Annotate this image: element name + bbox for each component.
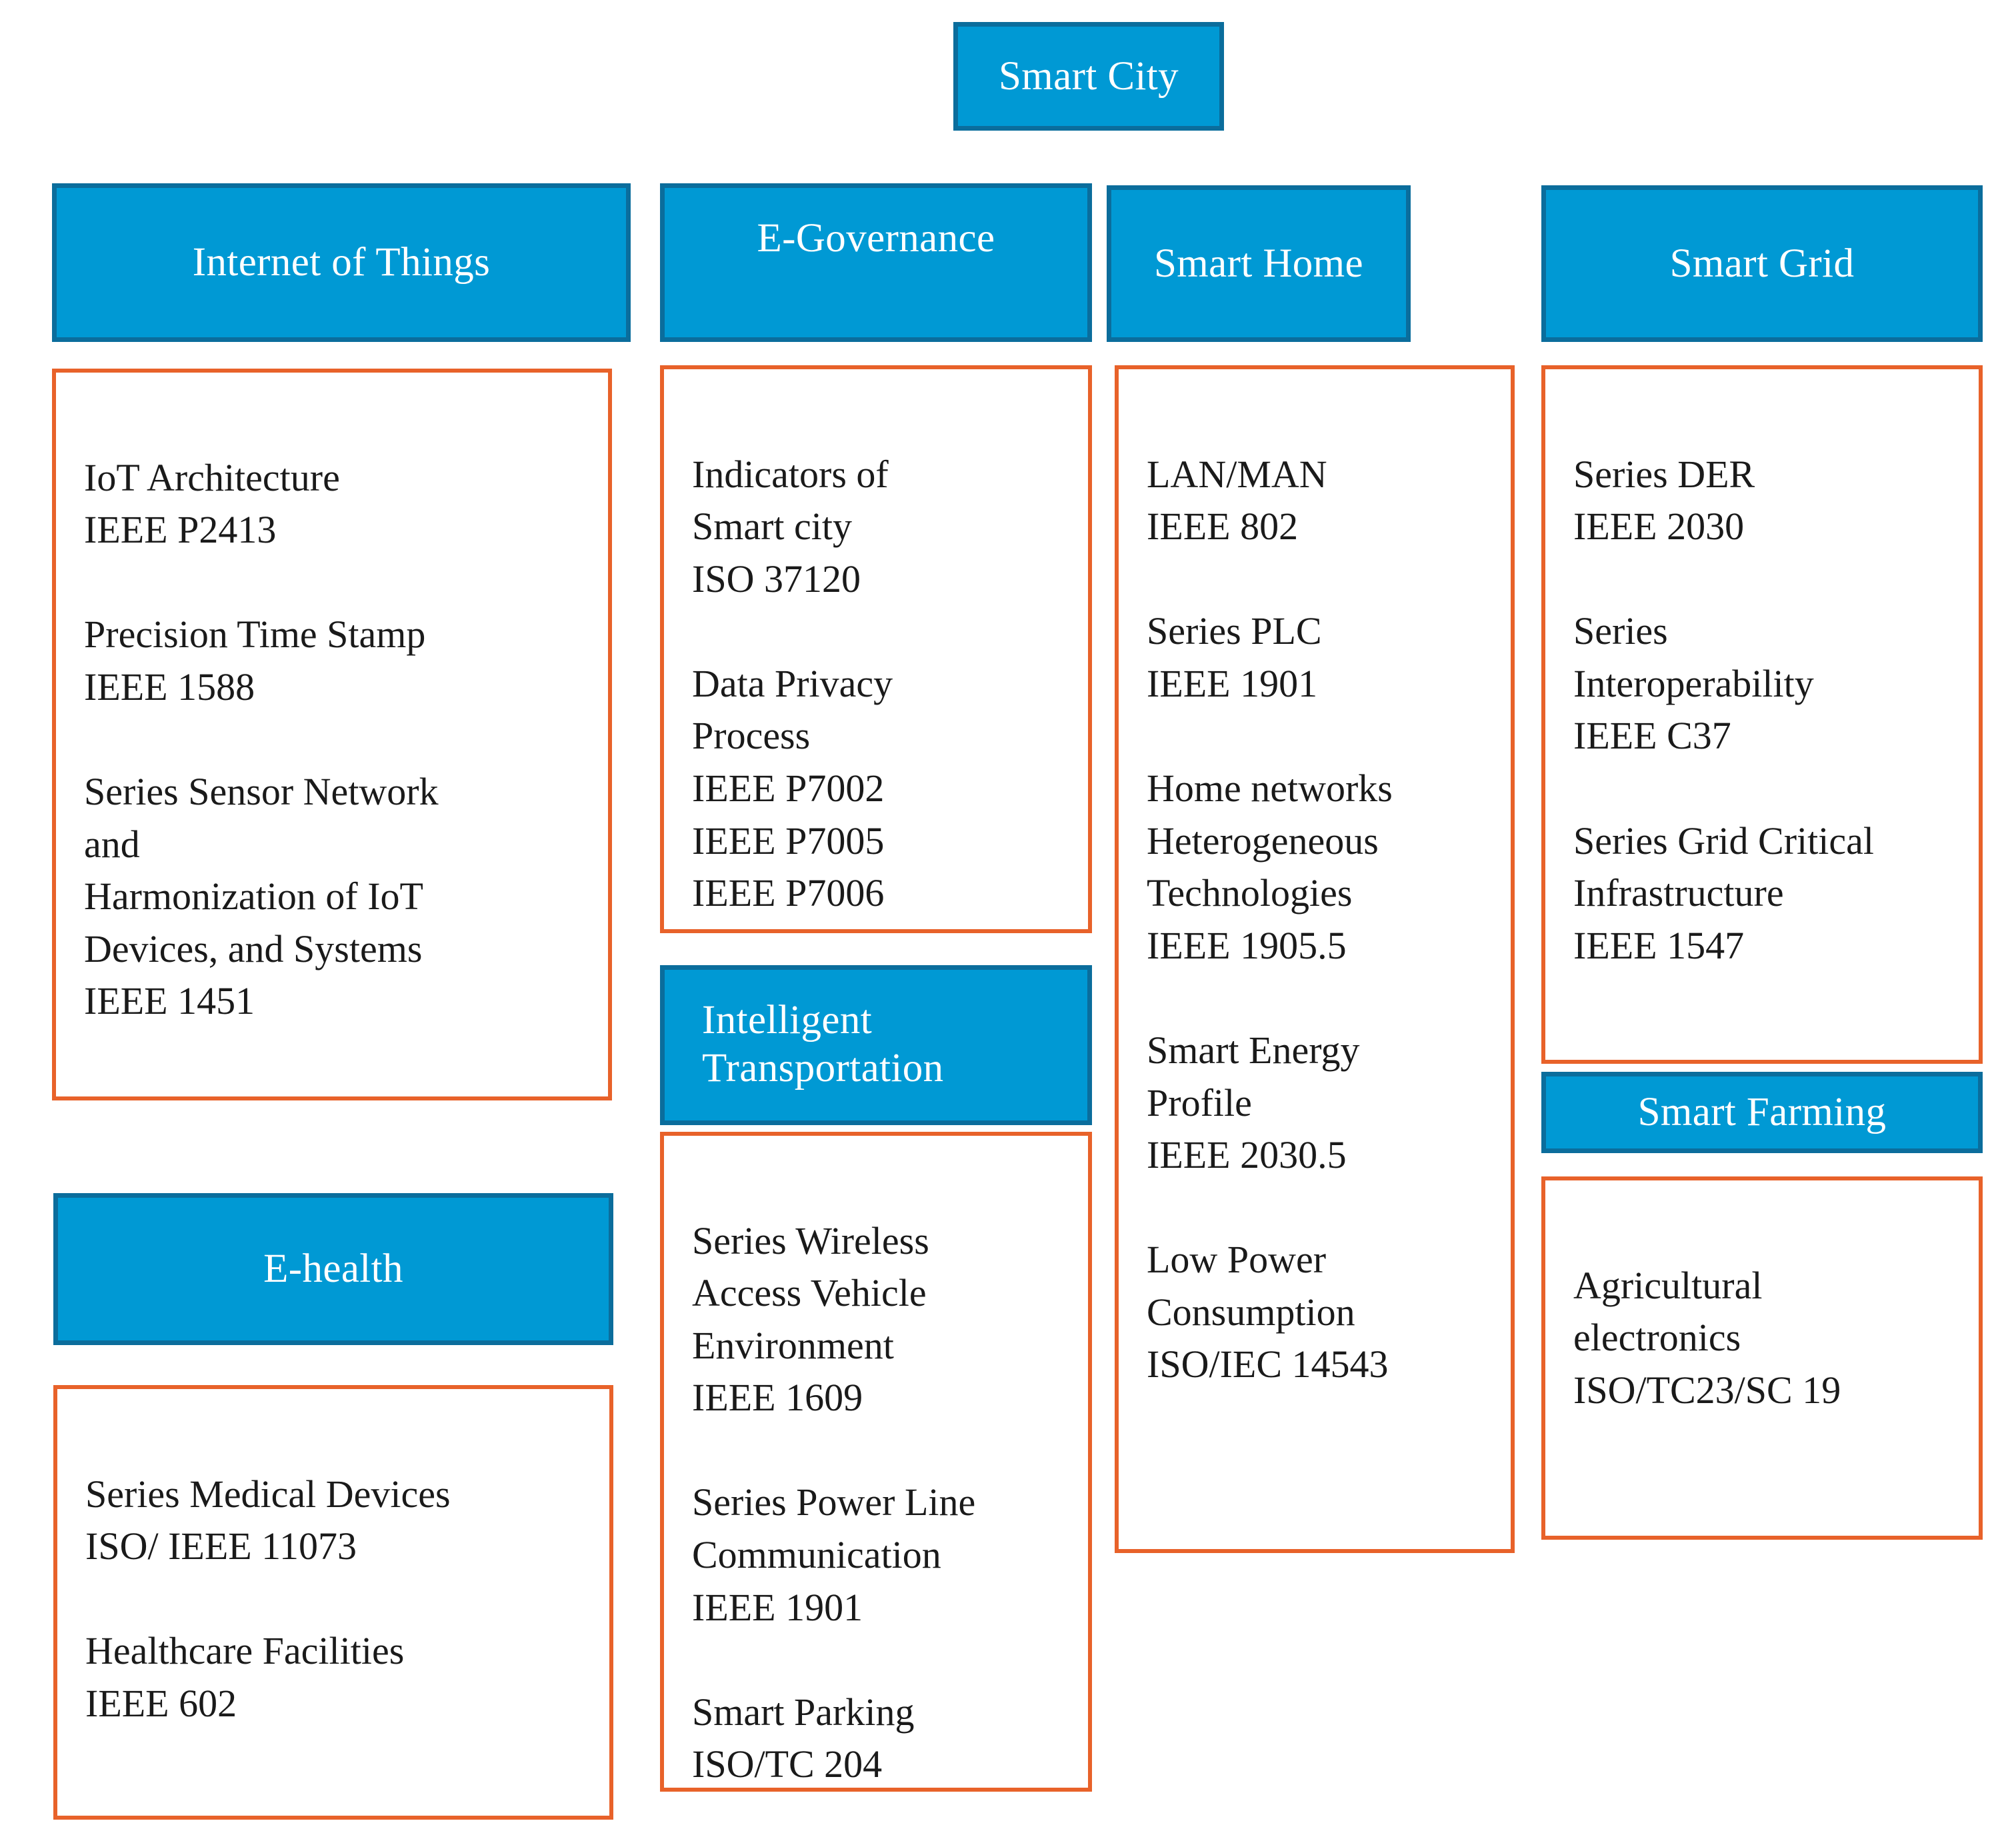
node-e-governance: E-Governance <box>660 183 1092 342</box>
box-e-health-content: Series Medical Devices ISO/ IEEE 11073 H… <box>85 1472 451 1725</box>
box-intelligent-transportation-content: Series Wireless Access Vehicle Environme… <box>692 1218 976 1786</box>
box-smart-home-content: LAN/MAN IEEE 802 Series PLC IEEE 1901 Ho… <box>1147 452 1393 1386</box>
node-e-health-label: E-health <box>263 1246 403 1292</box>
node-intelligent-transportation-label: Intelligent Transportation <box>702 998 944 1090</box>
box-e-governance: Indicators of Smart city ISO 37120 Data … <box>660 365 1092 933</box>
box-internet-of-things: IoT Architecture IEEE P2413 Precision Ti… <box>52 369 612 1100</box>
box-smart-grid: Series DER IEEE 2030 Series Interoperabi… <box>1541 365 1983 1064</box>
node-smart-grid-label: Smart Grid <box>1669 241 1855 286</box>
box-smart-grid-content: Series DER IEEE 2030 Series Interoperabi… <box>1573 452 1875 967</box>
node-intelligent-transportation: Intelligent Transportation <box>660 965 1092 1125</box>
node-smart-farming: Smart Farming <box>1541 1072 1983 1153</box>
node-smart-city: Smart City <box>953 22 1224 131</box>
box-internet-of-things-content: IoT Architecture IEEE P2413 Precision Ti… <box>84 455 439 1023</box>
box-intelligent-transportation: Series Wireless Access Vehicle Environme… <box>660 1132 1092 1792</box>
node-internet-of-things: Internet of Things <box>52 183 631 342</box>
node-smart-farming-label: Smart Farming <box>1637 1090 1887 1135</box>
node-e-governance-label: E-Governance <box>757 216 995 261</box>
box-e-governance-content: Indicators of Smart city ISO 37120 Data … <box>692 452 893 915</box>
node-smart-grid: Smart Grid <box>1541 185 1983 342</box>
box-smart-farming: Agricultural electronics ISO/TC23/SC 19 <box>1541 1176 1983 1540</box>
node-e-health: E-health <box>53 1193 613 1345</box>
node-smart-home-label: Smart Home <box>1153 241 1364 286</box>
box-smart-farming-content: Agricultural electronics ISO/TC23/SC 19 <box>1573 1263 1841 1412</box>
node-smart-home: Smart Home <box>1107 185 1411 342</box>
box-e-health: Series Medical Devices ISO/ IEEE 11073 H… <box>53 1385 613 1820</box>
node-internet-of-things-label: Internet of Things <box>192 240 491 285</box>
node-smart-city-label: Smart City <box>998 53 1179 99</box>
box-smart-home: LAN/MAN IEEE 802 Series PLC IEEE 1901 Ho… <box>1115 365 1515 1553</box>
